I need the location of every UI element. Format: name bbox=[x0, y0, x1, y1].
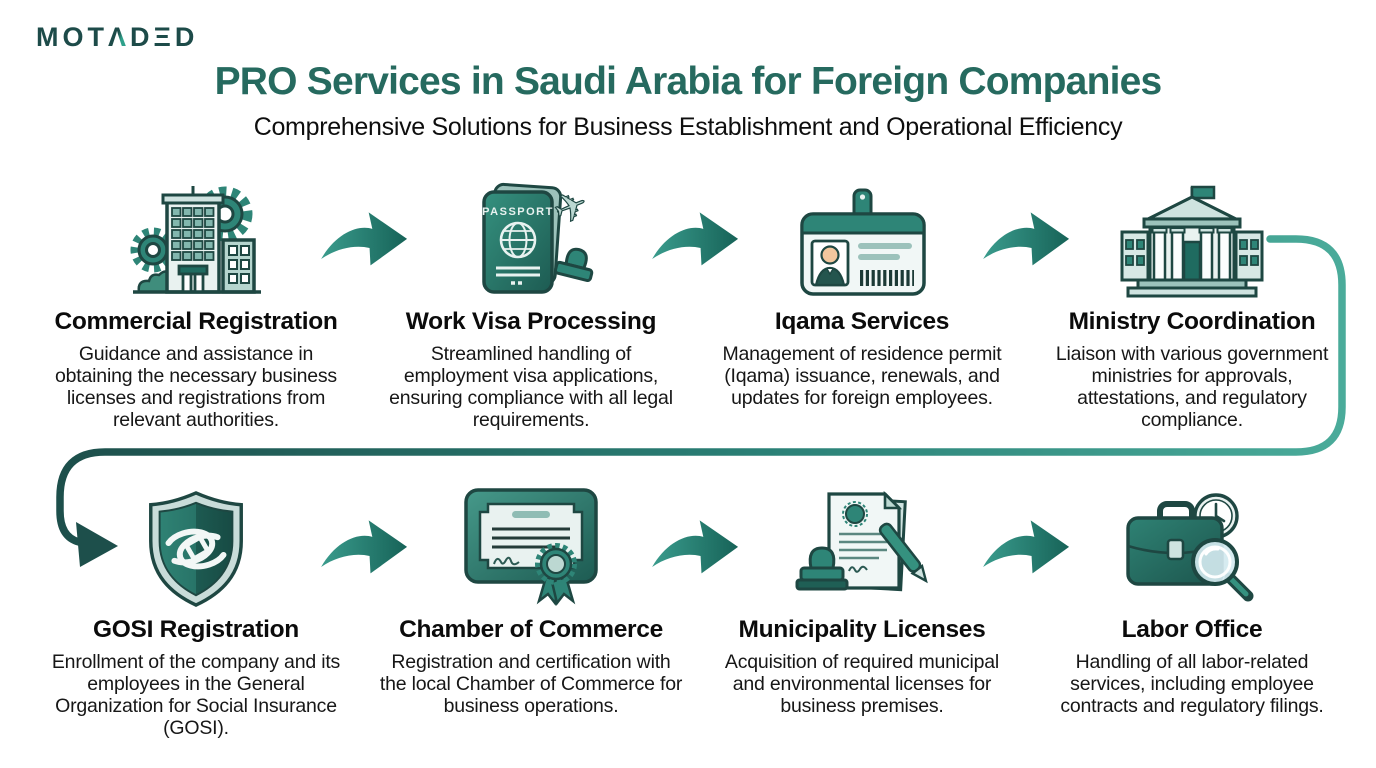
logo-text-pre: MOT bbox=[36, 22, 108, 52]
page-subtitle: Comprehensive Solutions for Business Est… bbox=[253, 113, 1123, 141]
service-title: Commercial Registration bbox=[54, 308, 338, 335]
service-title: Iqama Services bbox=[774, 308, 950, 335]
service-card-chamber-of-commerce: Chamber of Commerce Registration and cer… bbox=[371, 480, 691, 717]
id-card-icon bbox=[702, 172, 1022, 302]
service-card-commercial-registration: Commercial Registration Guidance and ass… bbox=[36, 172, 356, 431]
service-description: Management of residence permit (Iqama) i… bbox=[722, 343, 1002, 410]
logo-text-post: DΞD bbox=[130, 22, 199, 52]
service-description: Enrollment of the company and its employ… bbox=[51, 651, 341, 740]
service-card-ministry-coordination: Ministry Coordination Liaison with vario… bbox=[1032, 172, 1352, 431]
shield-emblem-icon bbox=[36, 480, 356, 610]
briefcase-search-icon bbox=[1032, 480, 1352, 610]
service-description: Registration and certification with the … bbox=[379, 651, 683, 718]
certificate-icon bbox=[371, 480, 691, 610]
logo-accent-letter: Λ bbox=[108, 22, 131, 52]
service-title: Work Visa Processing bbox=[405, 308, 657, 335]
service-title: Ministry Coordination bbox=[1068, 308, 1316, 335]
documents-stamp-icon bbox=[702, 480, 1022, 610]
service-card-iqama-services: Iqama Services Management of residence p… bbox=[702, 172, 1022, 409]
brand-logo: MOTΛDΞD bbox=[36, 22, 198, 53]
service-title: Municipality Licenses bbox=[738, 616, 986, 643]
service-description: Liaison with various government ministri… bbox=[1055, 343, 1329, 432]
service-card-work-visa-processing: PASSPORT ✈ Work Visa Processing Streamli… bbox=[371, 172, 691, 431]
service-title: Chamber of Commerce bbox=[399, 616, 663, 643]
passport-label: PASSPORT bbox=[482, 206, 554, 218]
service-description: Acquisition of required municipal and en… bbox=[724, 651, 1000, 718]
service-title: Labor Office bbox=[1121, 616, 1263, 643]
building-gears-icon bbox=[36, 172, 356, 302]
government-building-icon bbox=[1032, 172, 1352, 302]
service-card-labor-office: Labor Office Handling of all labor-relat… bbox=[1032, 480, 1352, 717]
passport-icon: PASSPORT ✈ bbox=[371, 172, 691, 302]
service-title: GOSI Registration bbox=[93, 616, 299, 643]
service-description: Handling of all labor-related services, … bbox=[1060, 651, 1324, 718]
service-card-gosi-registration: GOSI Registration Enrollment of the comp… bbox=[36, 480, 356, 739]
service-card-municipality-licenses: Municipality Licenses Acquisition of req… bbox=[702, 480, 1022, 717]
page-title: PRO Services in Saudi Arabia for Foreign… bbox=[214, 60, 1163, 103]
service-description: Guidance and assistance in obtaining the… bbox=[55, 343, 337, 432]
service-description: Streamlined handling of employment visa … bbox=[389, 343, 673, 432]
